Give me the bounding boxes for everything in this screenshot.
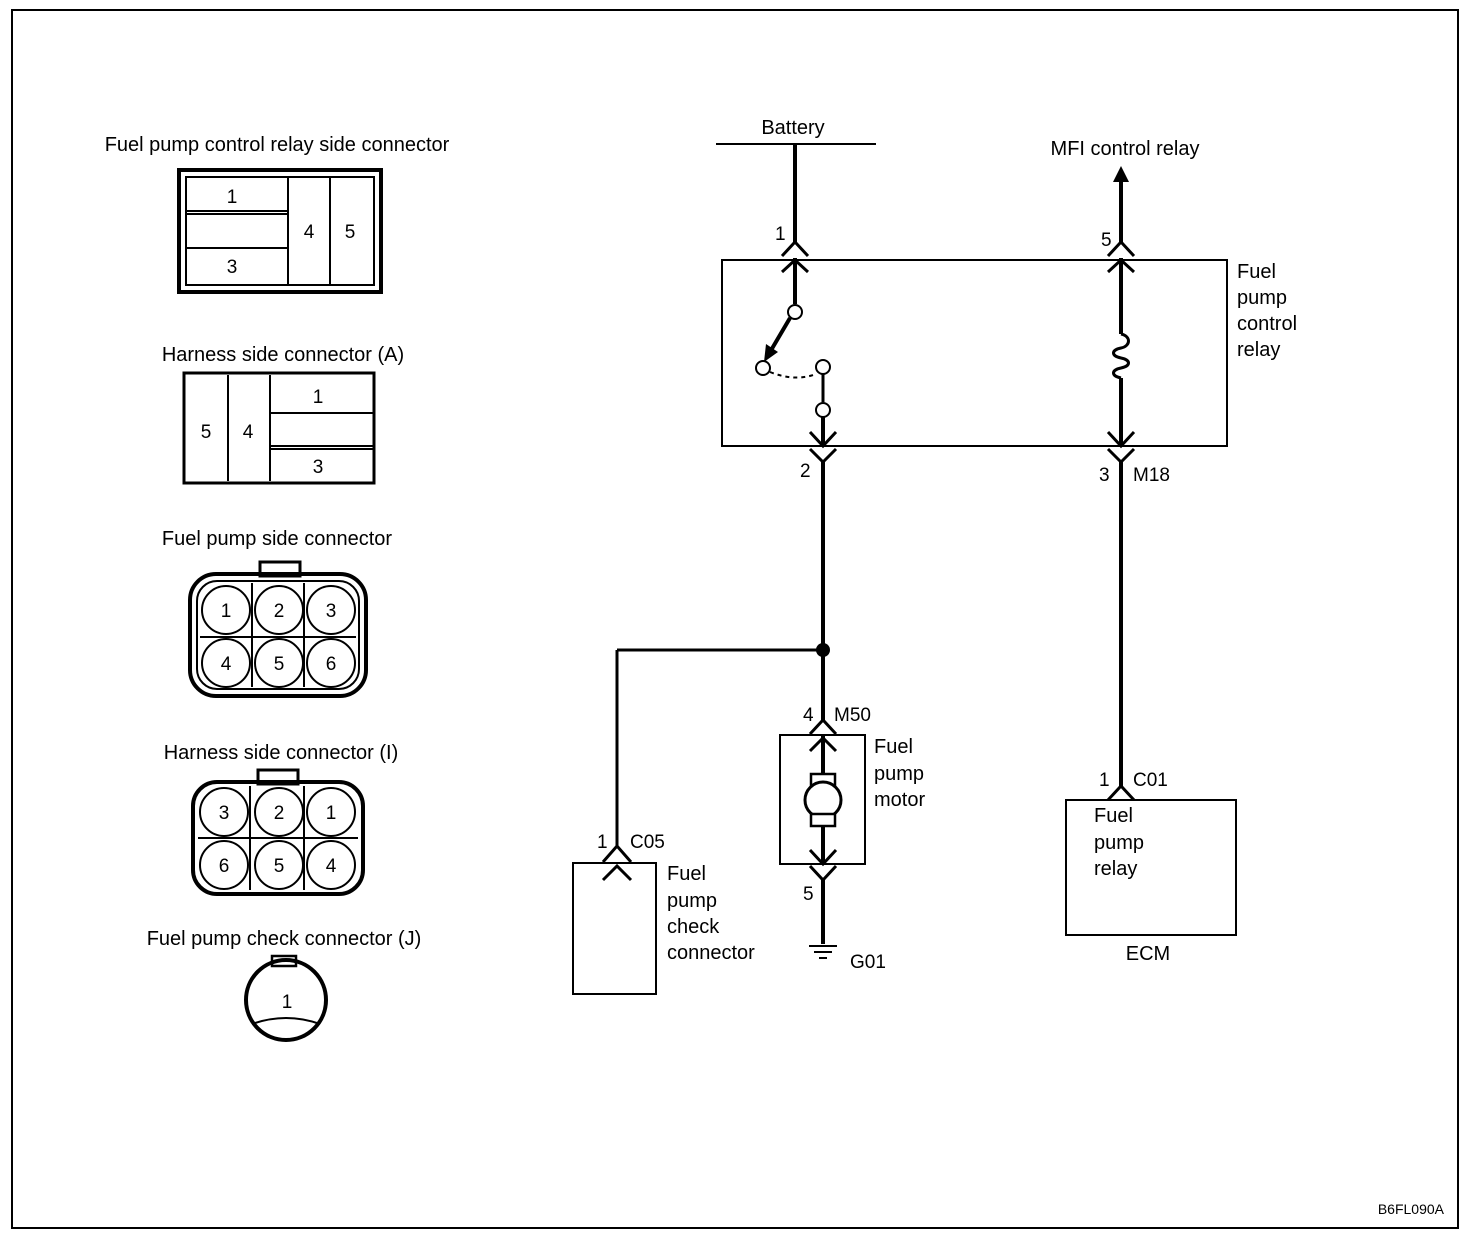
svg-text:5: 5 <box>1101 230 1112 251</box>
switch-blade <box>768 316 792 354</box>
check-connector-j-title: Fuel pump check connector (J) <box>147 928 422 950</box>
svg-text:4: 4 <box>803 705 814 726</box>
figure-code: B6FL090A <box>1378 1201 1445 1217</box>
svg-text:1: 1 <box>326 803 337 824</box>
pin1-chevron <box>780 239 810 258</box>
svg-text:pump: pump <box>874 763 924 785</box>
switch-contact-top <box>787 304 803 320</box>
relay-coil <box>1112 332 1130 380</box>
svg-text:pump: pump <box>1237 287 1287 309</box>
svg-text:G01: G01 <box>850 952 886 973</box>
svg-text:1: 1 <box>221 601 232 622</box>
pump-side-connector: 1 2 3 4 5 6 <box>188 560 368 698</box>
svg-text:6: 6 <box>219 856 230 877</box>
svg-text:M50: M50 <box>834 705 871 726</box>
svg-text:relay: relay <box>1094 858 1137 880</box>
svg-text:3: 3 <box>1099 465 1110 486</box>
svg-text:3: 3 <box>227 257 238 278</box>
svg-text:Fuel: Fuel <box>1237 261 1276 283</box>
svg-text:6: 6 <box>326 654 337 675</box>
battery-label: Battery <box>761 117 824 139</box>
svg-text:ECM: ECM <box>1126 943 1170 965</box>
svg-text:control: control <box>1237 313 1297 335</box>
svg-text:Fuel: Fuel <box>1094 805 1133 827</box>
svg-text:connector: connector <box>667 942 755 964</box>
harness-i-connector-title: Harness side connector (I) <box>164 742 399 764</box>
svg-text:3: 3 <box>219 803 230 824</box>
pump-side-connector-title: Fuel pump side connector <box>162 528 392 550</box>
svg-text:1: 1 <box>227 187 238 208</box>
control-relay-box <box>721 259 1228 447</box>
svg-text:motor: motor <box>874 789 925 811</box>
svg-text:4: 4 <box>326 856 337 877</box>
svg-text:relay: relay <box>1237 339 1280 361</box>
harness-a-connector-title: Harness side connector (A) <box>162 344 404 366</box>
svg-text:Fuel: Fuel <box>874 736 913 758</box>
svg-text:5: 5 <box>803 884 814 905</box>
svg-text:C05: C05 <box>630 832 665 853</box>
mfi-arrow <box>1113 166 1129 182</box>
svg-text:2: 2 <box>800 461 811 482</box>
relay-side-connector: 1 3 4 5 <box>177 168 383 294</box>
check-connector-j: 1 <box>244 954 328 1042</box>
svg-text:3: 3 <box>313 457 324 478</box>
svg-text:4: 4 <box>243 422 254 443</box>
check-connector-box <box>572 862 657 995</box>
svg-text:2: 2 <box>274 803 285 824</box>
svg-text:5: 5 <box>274 856 285 877</box>
svg-text:4: 4 <box>304 222 315 243</box>
harness-a-connector: 5 4 1 3 <box>182 371 376 485</box>
motor-icon <box>803 780 843 820</box>
ground-icon <box>809 945 837 959</box>
diagram-frame <box>11 9 1459 1229</box>
svg-text:4: 4 <box>221 654 232 675</box>
svg-text:5: 5 <box>274 654 285 675</box>
svg-text:1: 1 <box>313 387 324 408</box>
ecm-box <box>1065 799 1237 936</box>
svg-text:pump: pump <box>1094 832 1144 854</box>
svg-text:1: 1 <box>775 224 786 245</box>
svg-text:3: 3 <box>326 601 337 622</box>
svg-text:1: 1 <box>1099 770 1110 791</box>
svg-text:Fuel: Fuel <box>667 863 706 885</box>
svg-text:check: check <box>667 916 720 938</box>
svg-text:1: 1 <box>282 992 293 1013</box>
svg-text:1: 1 <box>597 832 608 853</box>
svg-text:5: 5 <box>201 422 212 443</box>
mfi-relay-label: MFI control relay <box>1051 138 1200 160</box>
svg-text:M18: M18 <box>1133 465 1170 486</box>
svg-text:5: 5 <box>345 222 356 243</box>
svg-text:2: 2 <box>274 601 285 622</box>
harness-i-connector: 3 2 1 6 5 4 <box>191 768 365 896</box>
svg-text:C01: C01 <box>1133 770 1168 791</box>
relay-side-connector-title: Fuel pump control relay side connector <box>105 134 450 156</box>
svg-text:pump: pump <box>667 890 717 912</box>
